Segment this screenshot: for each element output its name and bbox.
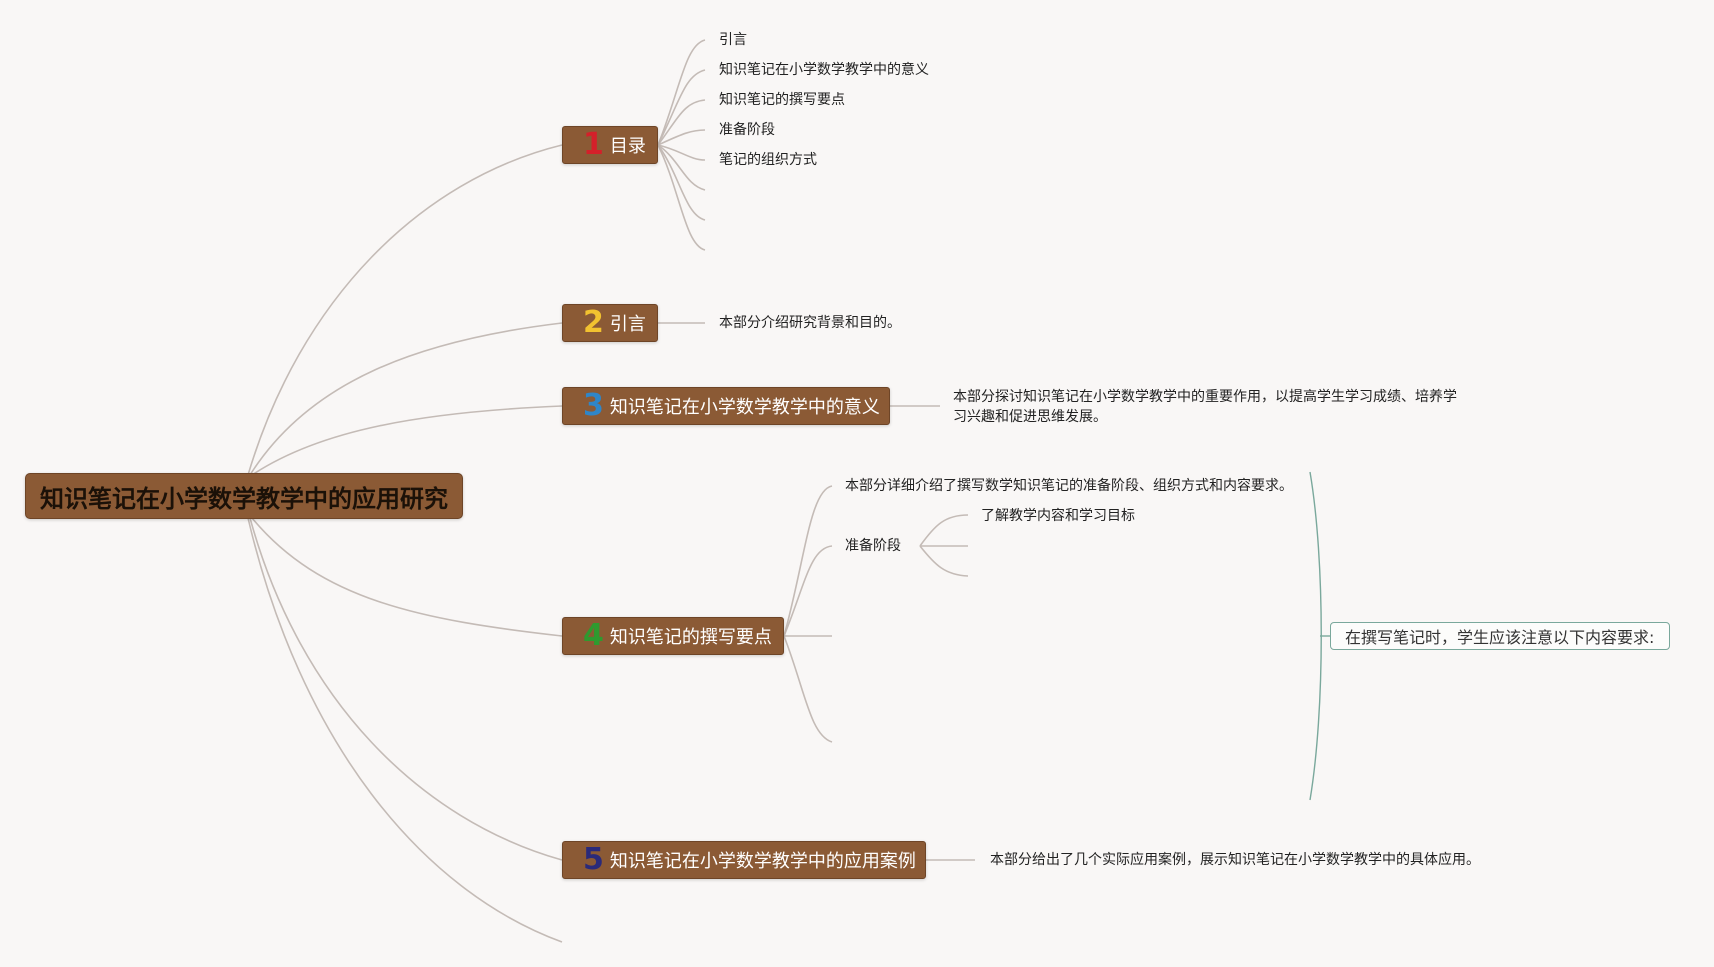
branch-3-significance[interactable]: 3 知识笔记在小学数学教学中的意义 (562, 387, 890, 425)
branch-label: 知识笔记在小学数学教学中的意义 (609, 397, 880, 418)
branch-5-cases[interactable]: 5 知识笔记在小学数学教学中的应用案例 (562, 841, 926, 879)
toc-item[interactable]: 笔记的组织方式 (719, 152, 817, 168)
content-requirements-callout[interactable]: 在撰写笔记时，学生应该注意以下内容要求: (1330, 622, 1670, 650)
connector-wp-4 (783, 635, 833, 743)
prep-stage[interactable]: 准备阶段 (845, 538, 901, 554)
connector-prep-1 (919, 514, 969, 547)
connector-wp-2 (783, 545, 833, 637)
summary-bracket (1309, 471, 1322, 801)
branch-number: 5 (583, 842, 604, 877)
branch-4-writing-points[interactable]: 4 知识笔记的撰写要点 (562, 617, 784, 655)
significance-text[interactable]: 本部分探讨知识笔记在小学数学教学中的重要作用，以提高学生学习成绩、培养学习兴趣和… (953, 389, 1457, 425)
connector-root-1 (247, 144, 563, 476)
root-topic[interactable]: 知识笔记在小学数学教学中的应用研究 (25, 473, 463, 519)
branch-label: 知识笔记在小学数学教学中的应用案例 (609, 851, 916, 872)
connector-wp-1 (783, 485, 833, 637)
root-title: 知识笔记在小学数学教学中的应用研究 (40, 484, 448, 513)
branch-number: 1 (583, 127, 604, 162)
toc-item[interactable]: 引言 (719, 32, 747, 48)
toc-item[interactable]: 知识笔记在小学数学教学中的意义 (719, 62, 929, 78)
connector-root-4 (251, 517, 563, 637)
callout-text: 在撰写笔记时，学生应该注意以下内容要求: (1345, 628, 1655, 647)
connector-root-3 (251, 405, 563, 476)
branch-1-toc[interactable]: 1 目录 (562, 126, 658, 164)
connector-toc-1 (657, 39, 706, 146)
connector-toc-8 (657, 144, 706, 251)
connector-prep-3 (919, 545, 969, 577)
connector-root-5 (249, 517, 563, 861)
connector-toc-4 (657, 129, 706, 146)
connector-toc-7 (657, 144, 706, 221)
connector-toc-6 (657, 144, 706, 191)
connector-root-2 (249, 322, 563, 476)
branch-label: 引言 (609, 314, 646, 335)
toc-item[interactable]: 知识笔记的撰写要点 (719, 92, 845, 108)
cases-text[interactable]: 本部分给出了几个实际应用案例，展示知识笔记在小学数学教学中的具体应用。 (990, 852, 1480, 868)
branch-label: 知识笔记的撰写要点 (609, 627, 772, 648)
writing-summary[interactable]: 本部分详细介绍了撰写数学知识笔记的准备阶段、组织方式和内容要求。 (845, 478, 1293, 494)
connector-toc-5 (657, 144, 706, 161)
branch-number: 2 (583, 305, 604, 340)
connector-toc-3 (657, 99, 706, 146)
branch-number: 4 (583, 618, 604, 653)
prep-child[interactable]: 了解教学内容和学习目标 (981, 508, 1135, 524)
branch-number: 3 (583, 388, 604, 423)
toc-item[interactable]: 准备阶段 (719, 122, 775, 138)
branch-label: 目录 (609, 136, 646, 157)
branch-2-intro[interactable]: 2 引言 (562, 304, 658, 342)
intro-text[interactable]: 本部分介绍研究背景和目的。 (719, 315, 901, 331)
connector-toc-2 (657, 69, 706, 146)
connector-root-6 (247, 517, 563, 943)
